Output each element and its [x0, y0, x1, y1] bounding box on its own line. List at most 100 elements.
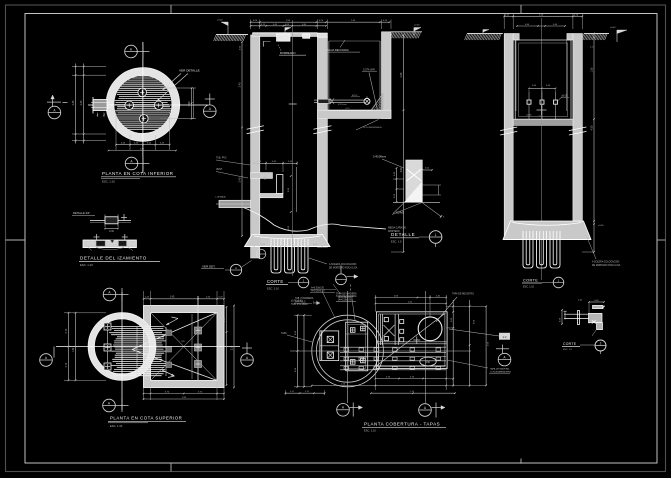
- svg-text:0.05: 0.05: [425, 168, 430, 170]
- svg-text:MORTERO: MORTERO: [388, 231, 400, 233]
- svg-text:2.40: 2.40: [238, 82, 241, 87]
- svg-text:TAPA DE REGISTRO: TAPA DE REGISTRO: [452, 293, 474, 296]
- svg-text:Ø110mm: Ø110mm: [338, 104, 347, 106]
- svg-text:0.20: 0.20: [590, 47, 595, 49]
- svg-text:CORTE: CORTE: [267, 279, 284, 284]
- svg-text:TAPA DE MADERA: TAPA DE MADERA: [336, 293, 357, 296]
- svg-text:0.20: 0.20: [394, 193, 396, 198]
- svg-text:Ø 1/2: Ø 1/2: [352, 95, 358, 97]
- svg-text:A: A: [424, 406, 427, 410]
- svg-text:ESC. 1:10: ESC. 1:10: [523, 286, 535, 289]
- svg-text:0.40: 0.40: [546, 85, 551, 87]
- svg-text:1: 1: [558, 278, 560, 282]
- svg-text:A: A: [53, 108, 56, 112]
- svg-text:A: A: [246, 356, 249, 360]
- svg-text:1.40: 1.40: [73, 347, 75, 352]
- svg-text:TAPA DE MADERA: TAPA DE MADERA: [336, 295, 357, 298]
- svg-text:2.40: 2.40: [238, 177, 241, 182]
- svg-text:1.45: 1.45: [72, 100, 75, 105]
- svg-text:DETALLE DEL IZAMIENTO: DETALLE DEL IZAMIENTO: [80, 256, 147, 261]
- svg-text:1.60: 1.60: [408, 301, 413, 303]
- svg-text:±0.05: ±0.05: [562, 95, 568, 97]
- svg-text:ESC. 1:10: ESC. 1:10: [80, 263, 93, 267]
- svg-text:ESC. 1:5: ESC. 1:5: [391, 239, 402, 243]
- svg-text:CORTE: CORTE: [523, 279, 538, 283]
- svg-text:(A=0.50x0.50): (A=0.50x0.50): [338, 296, 353, 299]
- svg-text:0.45: 0.45: [134, 143, 139, 145]
- svg-text:1.55: 1.55: [286, 20, 291, 22]
- svg-text:1.40: 1.40: [539, 14, 544, 16]
- svg-text:0.20: 0.20: [253, 20, 258, 22]
- svg-text:0.45: 0.45: [288, 161, 293, 163]
- svg-text:0.70: 0.70: [66, 362, 68, 367]
- svg-text:1.80: 1.80: [140, 149, 145, 151]
- svg-text:LLEGADA: LLEGADA: [216, 196, 227, 199]
- svg-text:0.20: 0.20: [578, 300, 583, 302]
- svg-text:0.70: 0.70: [224, 317, 226, 322]
- svg-text:0.45: 0.45: [147, 143, 152, 145]
- svg-text:0.60: 0.60: [451, 317, 453, 322]
- svg-text:2Ø8: 2Ø8: [181, 341, 186, 343]
- svg-text:0.40: 0.40: [411, 351, 416, 353]
- svg-text:0.20: 0.20: [285, 24, 290, 26]
- svg-text:±0.50x0.50: ±0.50x0.50: [291, 301, 303, 303]
- svg-text:2.05: 2.05: [400, 72, 403, 77]
- svg-text:A: A: [130, 47, 133, 51]
- svg-text:1.40: 1.40: [351, 20, 356, 22]
- svg-text:ESC. 1:10: ESC. 1:10: [110, 424, 123, 428]
- svg-text:0.45: 0.45: [160, 143, 165, 145]
- svg-text:0.25: 0.25: [240, 45, 242, 50]
- svg-text:0.40: 0.40: [283, 25, 288, 27]
- svg-text:3.60: 3.60: [400, 167, 403, 172]
- svg-text:0.60: 0.60: [474, 319, 476, 324]
- svg-text:0.45: 0.45: [290, 391, 295, 393]
- svg-text:ESC. 1:10: ESC. 1:10: [267, 287, 279, 291]
- svg-text:0.90: 0.90: [288, 187, 290, 192]
- svg-text:A: A: [342, 406, 345, 410]
- svg-text:2x4 PULG.: 2x4 PULG.: [295, 301, 307, 303]
- svg-text:CLAVE: CLAVE: [396, 212, 404, 215]
- svg-text:SOLERA ARMADA: SOLERA ARMADA: [363, 126, 382, 129]
- svg-text:A SOLERA COLOCACION: A SOLERA COLOCACION: [592, 261, 620, 264]
- svg-text:0.40: 0.40: [525, 24, 530, 26]
- svg-text:DETALLE 3/4": DETALLE 3/4": [73, 211, 90, 215]
- svg-text:0.70: 0.70: [386, 376, 391, 378]
- svg-text:0.20: 0.20: [218, 297, 223, 299]
- svg-text:0.45: 0.45: [272, 161, 277, 163]
- svg-text:1:2: 1:2: [502, 335, 507, 339]
- svg-text:0.40: 0.40: [553, 24, 558, 26]
- svg-text:BOMBEADO: BOMBEADO: [280, 51, 296, 55]
- svg-text:±0.00: ±0.00: [610, 27, 616, 29]
- svg-text:0.15: 0.15: [261, 24, 266, 26]
- svg-text:COTA VAR.: COTA VAR.: [363, 69, 376, 72]
- svg-text:0.45: 0.45: [273, 24, 278, 26]
- svg-text:1.25: 1.25: [80, 100, 83, 105]
- svg-text:PLANTA EN COTA INFERIOR: PLANTA EN COTA INFERIOR: [102, 171, 174, 176]
- svg-text:0.0: 0.0: [539, 116, 543, 118]
- svg-text:1.80: 1.80: [182, 397, 187, 399]
- svg-text:0.20: 0.20: [319, 20, 324, 22]
- svg-text:(→): (→): [313, 301, 317, 304]
- svg-text:DETALLE: DETALLE: [391, 232, 415, 237]
- svg-text:0.20: 0.20: [383, 20, 388, 22]
- svg-text:ESC. 1:5: ESC. 1:5: [563, 349, 573, 351]
- svg-text:VER DET.: VER DET.: [202, 265, 216, 269]
- svg-text:0.20: 0.20: [505, 14, 510, 16]
- svg-text:±0.05: ±0.05: [598, 225, 604, 227]
- svg-text:MEDIA CAÑA DE: MEDIA CAÑA DE: [388, 227, 406, 230]
- svg-text:A: A: [503, 355, 506, 359]
- svg-text:CON AGARRADERA: CON AGARRADERA: [490, 371, 511, 374]
- svg-text:DE MORTERO ROCA LISA: DE MORTERO ROCA LISA: [329, 266, 358, 269]
- svg-text:2: 2: [600, 341, 602, 345]
- svg-text:PLANTA EN COTA SUPERIOR: PLANTA EN COTA SUPERIOR: [110, 416, 182, 421]
- svg-text:150: 150: [426, 361, 431, 364]
- svg-text:0.40: 0.40: [532, 85, 537, 87]
- svg-text:ESC. 1:10: ESC. 1:10: [364, 429, 376, 433]
- svg-text:A: A: [108, 290, 111, 294]
- svg-text:0.45: 0.45: [313, 244, 318, 246]
- svg-text:0.95: 0.95: [394, 295, 399, 297]
- svg-text:1: 1: [435, 233, 437, 237]
- svg-text:ESC. 1:10: ESC. 1:10: [102, 180, 115, 184]
- svg-text:A: A: [130, 159, 133, 163]
- svg-text:1: 1: [235, 266, 237, 270]
